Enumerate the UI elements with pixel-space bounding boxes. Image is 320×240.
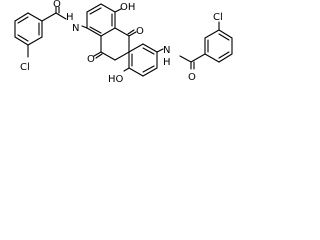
chlorine-label-left: Cl	[20, 62, 30, 73]
amide-oxygen-label-right: O	[188, 72, 196, 83]
hydroxyl-label-bottom: HO	[108, 74, 124, 85]
atom-labels: Cl O H N OH O O HO N H O Cl	[20, 0, 223, 85]
amide-nitrogen-label-right: N	[163, 45, 170, 56]
hydroxyl-label-top: OH	[120, 2, 135, 13]
keto-oxygen-label-top: O	[136, 26, 144, 37]
molecule-drawing: Cl O H N OH O O HO N H O Cl	[14, 0, 233, 85]
amide-oxygen-label-left: O	[53, 0, 61, 10]
amide-hydrogen-label-left: H	[66, 12, 74, 23]
keto-oxygen-label-bottom: O	[87, 54, 95, 65]
bond-lines	[14, 3, 233, 77]
structure-diagram: Cl O H N OH O O HO N H O Cl	[0, 0, 239, 112]
amide-hydrogen-label-right: H	[163, 57, 171, 68]
amide-nitrogen-label-left: N	[72, 23, 79, 34]
chlorine-label-right: Cl	[213, 12, 223, 23]
